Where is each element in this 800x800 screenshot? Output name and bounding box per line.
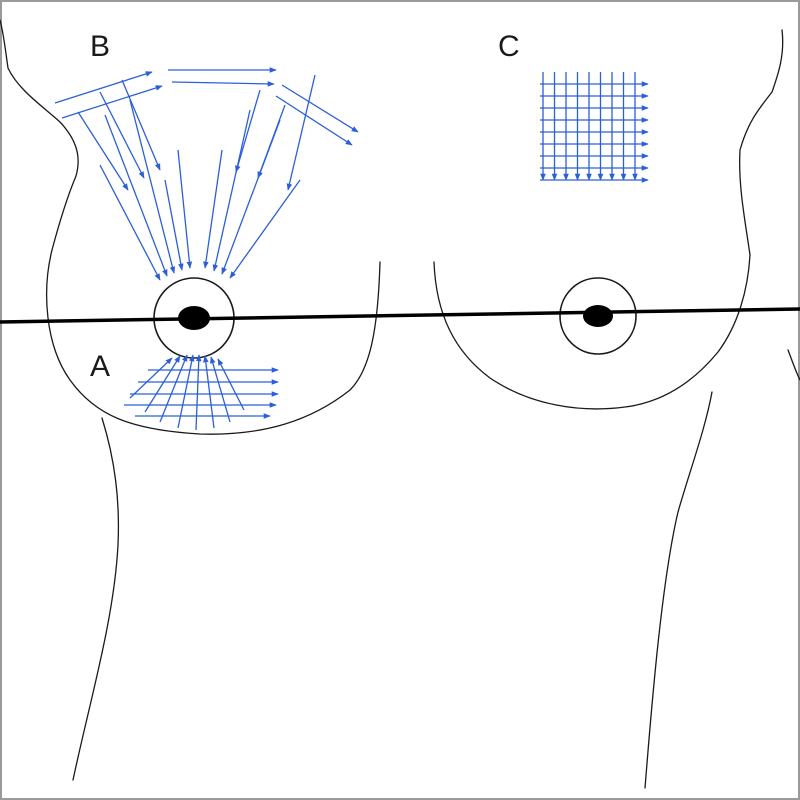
right-areola bbox=[559, 277, 637, 355]
arrow-b-radial-2 bbox=[104, 114, 168, 277]
left-shoulder-outline bbox=[0, 19, 79, 251]
arrow-a-radial-4 bbox=[177, 354, 195, 429]
technique-b-arrows bbox=[54, 67, 359, 281]
arrow-b-top-6 bbox=[275, 95, 353, 146]
right-edge-outline bbox=[787, 349, 800, 381]
technique-a-arrows bbox=[124, 354, 279, 431]
arrow-a-radial-7 bbox=[210, 356, 231, 423]
arrow-b-radial-3 bbox=[129, 99, 176, 274]
arrow-b-radial-9 bbox=[229, 179, 301, 279]
arrow-b-radial-1 bbox=[99, 164, 161, 281]
arrow-b-center-1 bbox=[77, 111, 129, 191]
arrow-b-top-1 bbox=[54, 71, 153, 104]
arrow-a-radial-2 bbox=[144, 355, 181, 413]
right-breast-outline bbox=[433, 254, 751, 410]
nipple-line bbox=[0, 307, 800, 324]
label-b: B bbox=[90, 30, 110, 63]
right-shoulder-outline bbox=[739, 29, 784, 256]
right-nipple bbox=[583, 305, 613, 327]
label-c: C bbox=[498, 30, 520, 63]
arrow-b-top-5 bbox=[281, 84, 359, 133]
arrow-b-radial-8 bbox=[221, 119, 281, 275]
right-waist-outline bbox=[644, 391, 713, 789]
torso-outline bbox=[0, 19, 800, 789]
arrow-b-radial-6 bbox=[203, 149, 223, 269]
technique-c-grid-arrows bbox=[540, 72, 649, 183]
arrow-b-radial-7 bbox=[212, 109, 251, 272]
label-a: A bbox=[90, 350, 110, 383]
arrow-a-radial-1 bbox=[129, 357, 173, 399]
arrow-b-top-4 bbox=[171, 81, 275, 87]
arrow-b-center-2 bbox=[99, 91, 145, 179]
arrow-b-radial-4 bbox=[164, 179, 184, 271]
arrow-b-center-6 bbox=[286, 74, 316, 191]
arrow-a-radial-8 bbox=[217, 358, 245, 411]
left-waist-outline bbox=[72, 417, 120, 781]
arrow-a-radial-3 bbox=[159, 354, 188, 423]
arrow-b-top-2 bbox=[61, 85, 163, 119]
arrow-a-radial-6 bbox=[203, 355, 215, 429]
arrow-b-center-3 bbox=[121, 79, 161, 171]
arrow-a-radial-5 bbox=[195, 354, 202, 431]
arrow-b-radial-5 bbox=[177, 149, 193, 269]
left-breast-outline bbox=[46, 249, 381, 435]
arrow-b-center-4 bbox=[235, 89, 261, 173]
